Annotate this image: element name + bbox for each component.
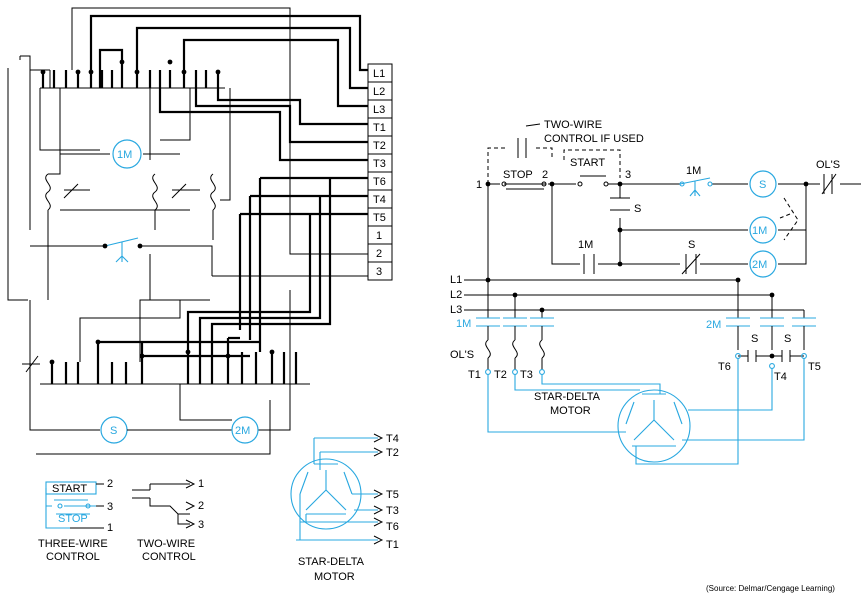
ladder-1m-contact-2: 1M: [578, 239, 593, 251]
power-t3: T3: [520, 369, 533, 381]
two-wire-term-1: 1: [198, 478, 204, 490]
power-l3: L3: [450, 304, 462, 316]
small-star-delta-motor: T4 T2 T5 T3 T6 T1 STAR-DELTA MOTOR: [290, 433, 399, 583]
power-wiring-top: [7, 7, 368, 301]
ladder-start: START: [570, 157, 605, 169]
ladder-two-wire-note-2: CONTROL IF USED: [544, 133, 644, 145]
terminal-1: 1: [376, 230, 382, 242]
three-wire-term-3: 3: [107, 501, 113, 513]
three-wire-stop: STOP: [58, 513, 88, 525]
ladder-node-3: 3: [625, 169, 631, 181]
power-l2: L2: [450, 289, 462, 301]
ladder-s-contact-1: S: [634, 203, 641, 215]
terminal-t4: T4: [373, 194, 386, 206]
three-wire-caption-1: THREE-WIRE: [38, 538, 108, 550]
ladder-node-2: 2: [542, 169, 548, 181]
coil-1m-left: 1M: [60, 139, 180, 169]
terminal-l3: L3: [373, 104, 385, 116]
small-motor-t1: T1: [386, 539, 399, 551]
overload-heaters: [45, 173, 216, 300]
power-l1: L1: [450, 274, 462, 286]
terminal-t2: T2: [373, 140, 386, 152]
timer-contact-left: [30, 237, 368, 300]
power-s-1: S: [751, 333, 758, 345]
coil-2m-label: 2M: [235, 425, 250, 437]
small-motor-t6: T6: [386, 521, 399, 533]
bottom-contactor-contacts: [22, 178, 332, 431]
two-wire-caption-1: TWO-WIRE: [137, 538, 195, 550]
terminal-t6: T6: [373, 176, 386, 188]
top-contactor-contacts: [29, 59, 225, 89]
source-credit: (Source: Delmar/Cengage Learning): [706, 584, 835, 593]
ladder-coil-1m: 1M: [752, 225, 767, 237]
ladder-two-wire-note-1: TWO-WIRE: [544, 119, 602, 131]
ladder-1m-timer-contact: 1M: [686, 165, 701, 177]
power-t1: T1: [468, 369, 481, 381]
power-1m: 1M: [456, 318, 471, 330]
three-wire-term-1: 1: [107, 522, 113, 534]
small-motor-t2: T2: [386, 447, 399, 459]
ladder-node-1: 1: [476, 179, 482, 191]
power-motor-caption-2: MOTOR: [550, 405, 591, 417]
small-motor-t4: T4: [386, 433, 399, 445]
three-wire-start: START: [52, 483, 87, 495]
ladder-stop: STOP: [503, 169, 533, 181]
power-motor-caption-1: STAR-DELTA: [534, 391, 601, 403]
ladder-coil-2m: 2M: [752, 259, 767, 271]
coil-s-left: S: [36, 290, 291, 455]
small-motor-t5: T5: [386, 489, 399, 501]
small-motor-caption-2: MOTOR: [314, 571, 355, 583]
power-s-2: S: [784, 333, 791, 345]
two-wire-caption-2: CONTROL: [142, 551, 196, 563]
ladder-s-contact-2: S: [688, 239, 695, 251]
two-wire-control: 1 2 3 TWO-WIRE CONTROL: [132, 478, 204, 563]
three-wire-caption-2: CONTROL: [46, 551, 100, 563]
power-t2: T2: [494, 369, 507, 381]
wiring-diagram: L1 L2 L3 T1 T2 T3 T6 T4 T5 1 2 3: [7, 7, 393, 455]
power-ols: OL'S: [450, 349, 474, 361]
ladder-ols: OL'S: [816, 159, 840, 171]
two-wire-term-3: 3: [198, 519, 204, 531]
terminal-l2: L2: [373, 86, 385, 98]
small-motor-caption-1: STAR-DELTA: [298, 556, 365, 568]
ladder-control-diagram: TWO-WIRE CONTROL IF USED 1 STOP 2 START …: [476, 119, 861, 278]
three-wire-control: START STOP 2 3 1 THREE-WIRE CONTROL: [38, 478, 113, 563]
ladder-coil-s: S: [759, 179, 766, 191]
terminal-t5: T5: [373, 212, 386, 224]
coil-2m-left: 2M: [179, 384, 259, 444]
terminal-t3: T3: [373, 158, 386, 170]
terminal-l1: L1: [373, 68, 385, 80]
coil-1m-label: 1M: [117, 149, 132, 161]
two-wire-term-2: 2: [198, 500, 204, 512]
terminal-t1: T1: [373, 122, 386, 134]
power-circuit: L1 L2 L3 1M OL'S T1 T2 T3 2M S S T6 T4 T…: [450, 184, 821, 465]
coil-s-label: S: [110, 425, 117, 437]
power-t6: T6: [718, 361, 731, 373]
power-t4: T4: [774, 371, 787, 383]
power-2m: 2M: [706, 319, 721, 331]
three-wire-term-2: 2: [107, 478, 113, 490]
terminal-2: 2: [376, 248, 382, 260]
terminal-3: 3: [376, 266, 382, 278]
small-motor-t3: T3: [386, 505, 399, 517]
terminal-strip: L1 L2 L3 T1 T2 T3 T6 T4 T5 1 2 3: [367, 63, 393, 281]
power-t5: T5: [808, 361, 821, 373]
